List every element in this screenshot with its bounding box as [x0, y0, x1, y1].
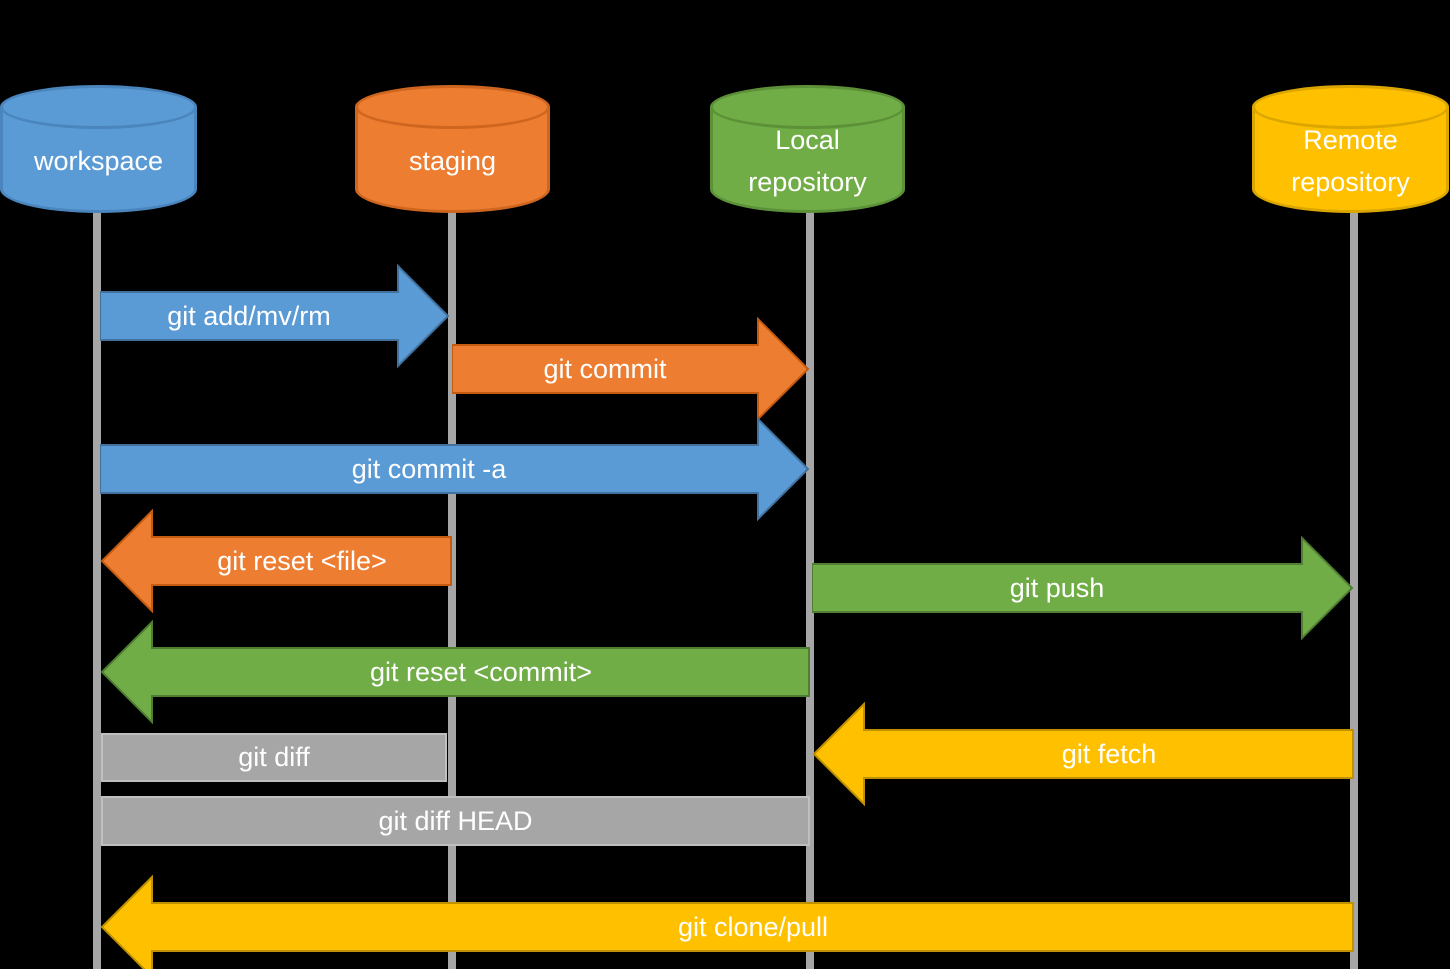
lifeline-workspace: [93, 200, 101, 969]
arrow-label: git commit -a: [351, 453, 507, 484]
arrow-git-reset-file: git reset <file>: [100, 509, 452, 613]
arrow-label: git clone/pull: [677, 911, 829, 942]
cylinder-shape: [710, 107, 905, 213]
node-remote-repository-label: Remote repository: [1291, 125, 1410, 197]
cylinder-top: [1252, 85, 1449, 129]
bar-git-diff: git diff: [101, 733, 447, 782]
left-arrow-shape: [100, 620, 810, 724]
right-arrow-shape: [452, 317, 810, 421]
cylinder-shape: [355, 107, 550, 213]
lifeline-remote-repository: [1350, 200, 1358, 969]
arrow-label: git push: [1009, 572, 1105, 603]
arrow-label: git reset <commit>: [369, 656, 593, 687]
right-arrow-shape: [812, 536, 1354, 640]
right-arrow-shape: [100, 264, 450, 368]
node-remote-repository: Remote repository: [1252, 85, 1449, 213]
arrow-label: git add/mv/rm: [167, 300, 331, 331]
left-arrow-shape: [812, 702, 1354, 806]
cylinder-top: [355, 85, 550, 129]
node-staging-label: staging: [408, 146, 497, 177]
cylinder-top: [0, 85, 197, 129]
arrow-git-clone-pull: git clone/pull: [100, 875, 1354, 969]
arrow-git-add-mv-rm: git add/mv/rm: [100, 264, 450, 368]
bar-label: git diff HEAD: [378, 805, 533, 836]
lifeline-staging: [448, 200, 456, 969]
node-workspace-label: workspace: [33, 146, 164, 177]
arrow-git-commit: git commit: [452, 317, 810, 421]
arrow-label: git fetch: [1061, 738, 1157, 769]
arrow-git-fetch: git fetch: [812, 702, 1354, 806]
node-local-repository: Local repository: [710, 85, 905, 213]
cylinder-top: [710, 85, 905, 129]
bar-git-diff-head: git diff HEAD: [101, 796, 810, 846]
lifeline-local-repository: [806, 200, 814, 969]
arrow-git-commit-a: git commit -a: [100, 417, 810, 521]
node-local-repository-label: Local repository: [748, 125, 867, 197]
bar-label: git diff: [238, 742, 310, 772]
left-arrow-shape: [100, 509, 452, 613]
right-arrow-shape: [100, 417, 810, 521]
arrow-git-push: git push: [812, 536, 1354, 640]
arrow-label: git commit: [543, 353, 667, 384]
left-arrow-shape: [100, 875, 1354, 969]
arrow-label: git reset <file>: [217, 545, 387, 576]
arrow-git-reset-commit: git reset <commit>: [100, 620, 810, 724]
node-staging: staging: [355, 85, 550, 213]
node-workspace: workspace: [0, 85, 197, 213]
